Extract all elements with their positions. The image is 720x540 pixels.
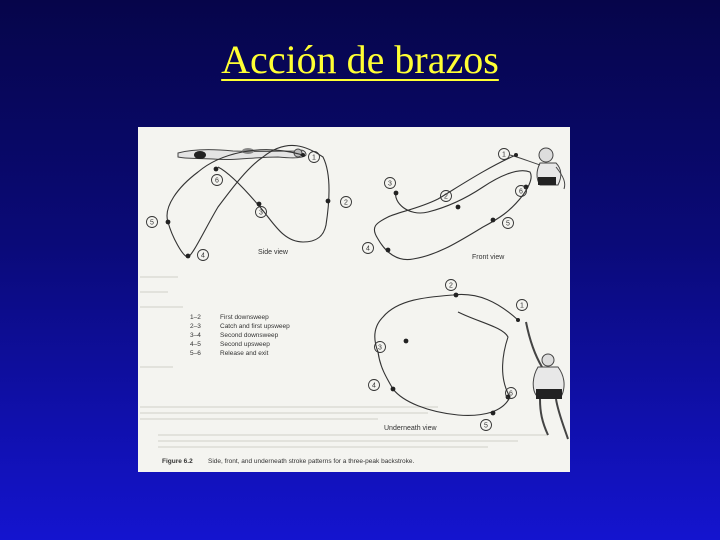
underneath-view: 1 2 3 4 5 6 Underneath view bbox=[368, 279, 569, 440]
figure-caption: Figure 6.2 Side, front, and underneath s… bbox=[162, 458, 415, 465]
side-point-4: 4 bbox=[201, 253, 205, 260]
side-point-1: 1 bbox=[312, 155, 316, 162]
legend-range-4: 4–5 bbox=[190, 341, 201, 348]
front-point-5: 5 bbox=[506, 221, 510, 228]
underneath-point-2: 2 bbox=[449, 283, 453, 290]
underneath-point-markers bbox=[368, 279, 528, 431]
legend-range-1: 1–2 bbox=[190, 314, 201, 321]
side-point-5: 5 bbox=[150, 220, 154, 227]
underneath-stroke-path bbox=[374, 293, 519, 416]
underneath-point-6: 6 bbox=[509, 391, 513, 398]
legend-range-5: 5–6 bbox=[190, 350, 201, 357]
front-stroke-dots bbox=[385, 153, 529, 253]
stroke-pattern-diagram: 1 2 3 4 5 6 Side view bbox=[140, 144, 569, 465]
underneath-stroke-dots bbox=[390, 292, 520, 416]
underneath-point-4: 4 bbox=[372, 383, 376, 390]
side-stroke-path bbox=[166, 144, 330, 258]
caption-label: Figure 6.2 bbox=[162, 458, 193, 465]
caption-text: Side, front, and underneath stroke patte… bbox=[208, 458, 415, 465]
front-view: 1 2 3 4 5 6 Front view bbox=[362, 147, 566, 261]
side-stroke-dots bbox=[165, 153, 331, 259]
side-swimmer-figure bbox=[177, 148, 307, 161]
side-point-markers bbox=[146, 151, 352, 261]
side-point-6: 6 bbox=[215, 178, 219, 185]
front-point-2: 2 bbox=[444, 194, 448, 201]
side-point-2: 2 bbox=[344, 200, 348, 207]
front-view-label: Front view bbox=[472, 254, 505, 261]
front-point-3: 3 bbox=[388, 181, 392, 188]
legend-phase-4: Second upsweep bbox=[220, 341, 270, 348]
legend-phase-1: First downsweep bbox=[220, 314, 269, 321]
underneath-swimmer-figure bbox=[525, 321, 569, 440]
legend-phase-2: Catch and first upsweep bbox=[220, 323, 290, 330]
legend-range-2: 2–3 bbox=[190, 323, 201, 330]
front-point-1: 1 bbox=[502, 152, 506, 159]
legend-phase-5: Release and exit bbox=[220, 350, 269, 357]
legend-range-3: 3–4 bbox=[190, 332, 201, 339]
front-point-6: 6 bbox=[519, 189, 523, 196]
front-swimmer-figure bbox=[509, 147, 566, 190]
side-view-label: Side view bbox=[258, 249, 289, 256]
underneath-point-1: 1 bbox=[520, 303, 524, 310]
scan-noise bbox=[140, 276, 548, 448]
side-point-3: 3 bbox=[259, 210, 263, 217]
underneath-point-5: 5 bbox=[484, 423, 488, 430]
stroke-figure: 1 2 3 4 5 6 Side view bbox=[138, 127, 570, 472]
phase-legend: 1–2 First downsweep 2–3 Catch and first … bbox=[190, 314, 290, 357]
front-stroke-path bbox=[373, 154, 532, 261]
underneath-view-label: Underneath view bbox=[384, 425, 437, 432]
slide-title: Acción de brazos bbox=[221, 37, 499, 82]
front-point-markers bbox=[362, 148, 527, 254]
legend-phase-3: Second downsweep bbox=[220, 332, 279, 339]
front-point-4: 4 bbox=[366, 246, 370, 253]
side-view: 1 2 3 4 5 6 Side view bbox=[146, 144, 352, 261]
underneath-point-3: 3 bbox=[378, 345, 382, 352]
